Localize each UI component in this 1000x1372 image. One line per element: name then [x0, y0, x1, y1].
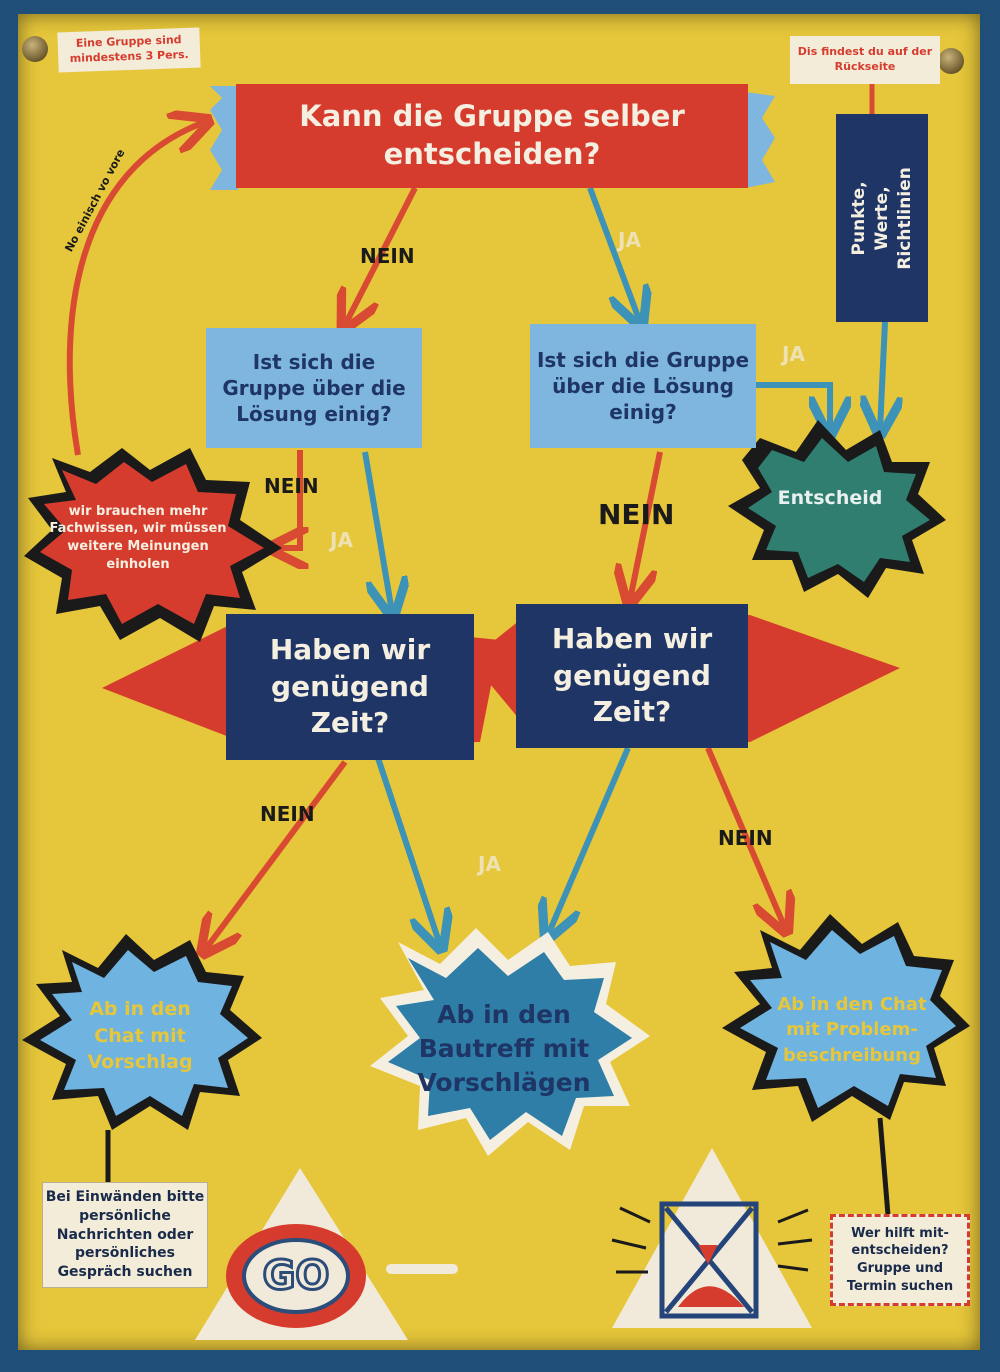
- left-consensus-text: Ist sich die Gruppe über die Lösung eini…: [222, 350, 406, 426]
- label-no-start-text: NEIN: [360, 244, 415, 268]
- note-codecide-text: Wer hilft mit-entscheiden? Gruppe und Te…: [846, 1225, 954, 1294]
- go-sign: GO: [246, 1246, 346, 1306]
- note-backside-text: Dis findest du auf der Rückseite: [797, 45, 933, 73]
- outcome-bautreff-text: Ab in den Bautreff mit Vorschlägen: [417, 1000, 591, 1097]
- note-objections: Bei Einwänden bitte persönliche Nachrich…: [42, 1182, 208, 1288]
- values-banner: Punkte, Werte, Richtlinien: [836, 114, 928, 322]
- label-yes-right-consensus-text: JA: [782, 342, 805, 366]
- right-time-question: Haben wir genügend Zeit?: [516, 604, 748, 748]
- note-objections-text: Bei Einwänden bitte persönliche Nachrich…: [45, 1188, 205, 1281]
- outcome-bautreff: Ab in den Bautreff mit Vorschlägen: [392, 984, 616, 1114]
- arrow-loop-back: [66, 122, 205, 456]
- hourglass-icon: [659, 1201, 759, 1319]
- banner-tab-left: [210, 86, 238, 190]
- burst-bautreff: [370, 928, 650, 1156]
- note-right-stem: [877, 1117, 891, 1216]
- label-yes-left-consensus: JA: [330, 528, 353, 552]
- burst-entscheid: [728, 420, 946, 598]
- label-no-right-consensus-text: NEIN: [598, 498, 675, 531]
- outcome-fachwissen-text: wir brauchen mehr Fachwissen, wir müssen…: [49, 503, 227, 572]
- go-sign-text: GO: [261, 1252, 331, 1301]
- label-no-left-consensus: NEIN: [264, 474, 319, 498]
- arrow-left-time-yes: [375, 757, 440, 945]
- left-time-question: Haben wir genügend Zeit?: [226, 614, 474, 760]
- label-yes-start: JA: [618, 228, 641, 252]
- label-yes-start-text: JA: [618, 228, 641, 252]
- label-no-right-time: NEIN: [718, 826, 773, 850]
- arrow-start-no: [345, 186, 418, 325]
- outcome-fachwissen: wir brauchen mehr Fachwissen, wir müssen…: [40, 496, 236, 580]
- outcome-entscheid-text: Entscheid: [777, 487, 883, 509]
- label-yes-right-time: JA: [478, 852, 501, 876]
- go-sign-inner: [242, 1238, 350, 1314]
- outcome-chat-problem: Ab in den Chat mit Problem-beschreibung: [762, 966, 942, 1094]
- left-consensus-question: Ist sich die Gruppe über die Lösung eini…: [206, 328, 422, 448]
- outcome-entscheid: Entscheid: [760, 476, 900, 520]
- values-banner-text: Punkte, Werte, Richtlinien: [848, 166, 915, 270]
- outcome-chat-problem-text: Ab in den Chat mit Problem-beschreibung: [777, 994, 927, 1066]
- label-no-start: NEIN: [360, 244, 415, 268]
- right-consensus-question: Ist sich die Gruppe über die Lösung eini…: [530, 324, 756, 448]
- dash-mark: [386, 1264, 458, 1274]
- arrow-right-time-yes: [548, 746, 631, 935]
- left-time-text: Haben wir genügend Zeit?: [269, 633, 431, 740]
- hourglass-rays: [611, 1206, 813, 1274]
- label-yes-right-time-text: JA: [478, 852, 501, 876]
- burst-chat-vorschlag: [22, 934, 262, 1130]
- note-backside: Dis findest du auf der Rückseite: [790, 36, 940, 84]
- arrow-right-time-no: [705, 746, 785, 928]
- outcome-chat-vorschlag: Ab in den Chat mit Vorschlag: [70, 986, 210, 1086]
- arrow-right-consensus-no: [630, 451, 663, 600]
- arrow-right-consensus-yes: [755, 382, 830, 430]
- banner-tab-right: [745, 92, 775, 188]
- note-group-size-text: Eine Gruppe sind mindestens 3 Pers.: [69, 33, 189, 66]
- arrow-start-yes: [587, 186, 640, 322]
- start-question-banner: Kann die Gruppe selber entscheiden?: [236, 84, 748, 188]
- label-no-left-time-text: NEIN: [260, 802, 315, 826]
- label-yes-left-consensus-text: JA: [330, 528, 353, 552]
- pin-top-right: [938, 48, 964, 74]
- label-yes-right-consensus: JA: [782, 342, 805, 366]
- arrow-banner-entscheid: [880, 321, 885, 430]
- arrow-left-consensus-yes: [362, 451, 392, 612]
- label-no-left-time: NEIN: [260, 802, 315, 826]
- arrow-left-time-no: [205, 760, 348, 950]
- burst-chat-problem: [722, 914, 970, 1122]
- right-consensus-text: Ist sich die Gruppe über die Lösung eini…: [536, 348, 750, 424]
- label-no-right-time-text: NEIN: [718, 826, 773, 850]
- start-question-text: Kann die Gruppe selber entscheiden?: [299, 99, 685, 171]
- burst-fachwissen: [24, 448, 282, 642]
- outcome-chat-vorschlag-text: Ab in den Chat mit Vorschlag: [87, 998, 193, 1074]
- pin-top-left: [22, 36, 48, 62]
- right-time-text: Haben wir genügend Zeit?: [551, 622, 713, 729]
- arrow-left-consensus-no: [275, 450, 300, 548]
- label-no-right-consensus: NEIN: [598, 498, 674, 531]
- note-group-size: Eine Gruppe sind mindestens 3 Pers.: [57, 27, 201, 73]
- label-no-left-consensus-text: NEIN: [264, 474, 319, 498]
- note-codecide: Wer hilft mit-entscheiden? Gruppe und Te…: [830, 1214, 970, 1306]
